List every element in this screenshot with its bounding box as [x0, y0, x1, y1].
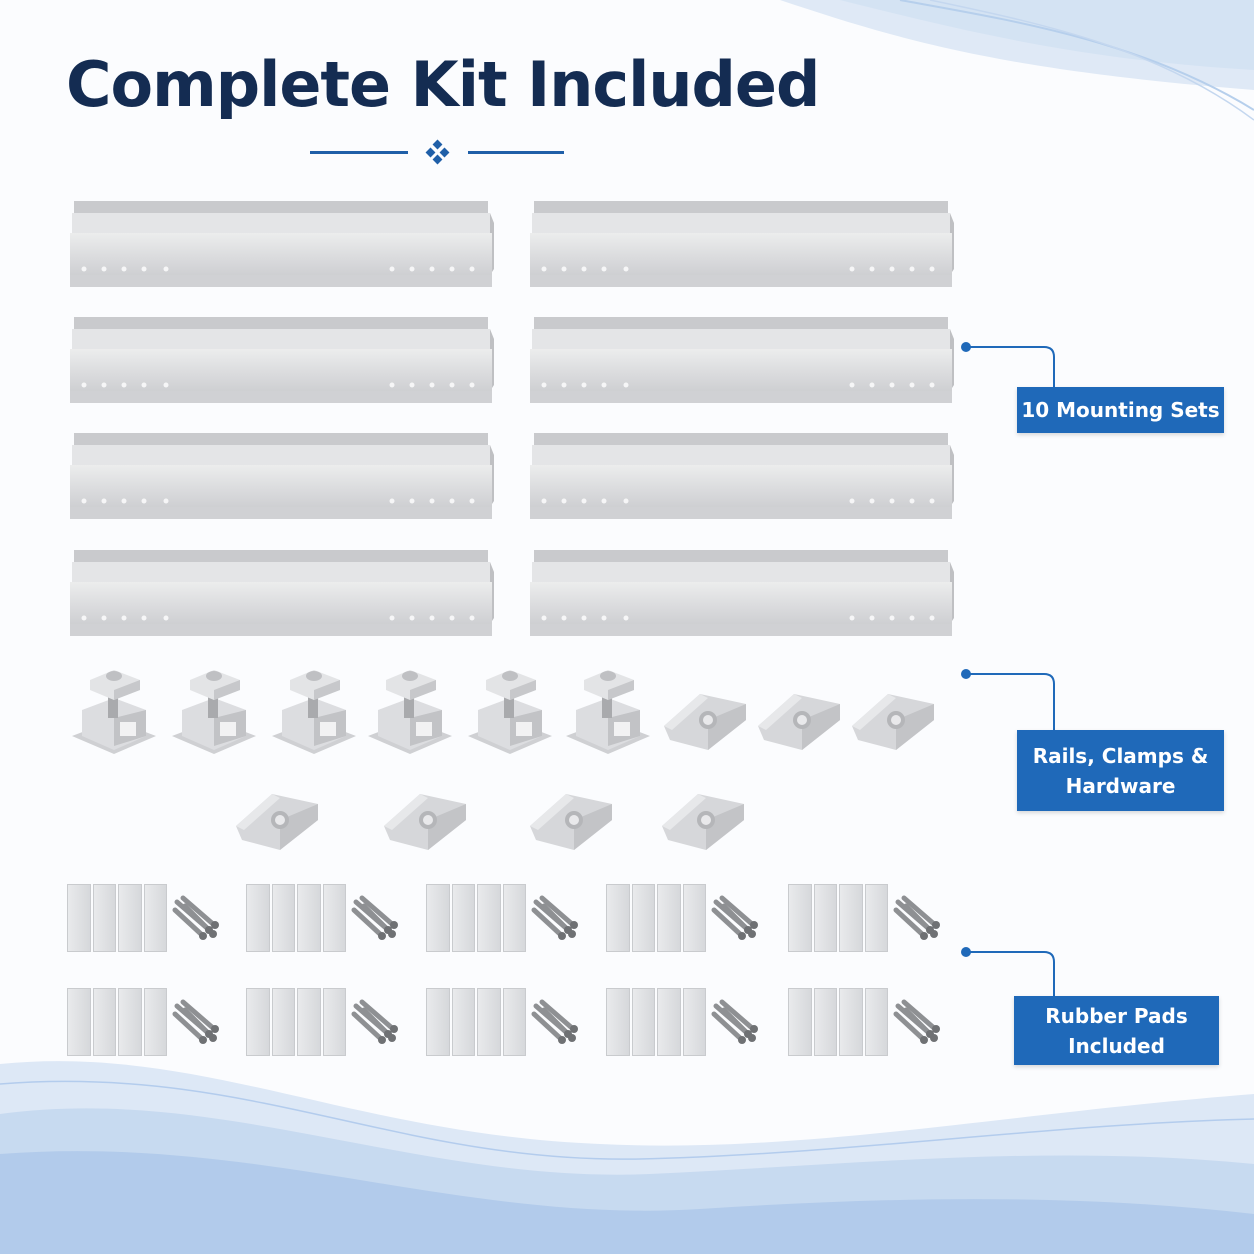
end-clamp-icon [660, 680, 750, 765]
callout-rails-clamps-hardware: Rails, Clamps & Hardware [1017, 730, 1224, 811]
mid-clamp-icon [364, 666, 456, 763]
bolts-icon [710, 892, 758, 940]
mid-clamp-icon [68, 666, 160, 763]
mounting-rail-icon [530, 315, 954, 407]
mid-clamp-icon [562, 666, 654, 763]
bolts-icon [530, 996, 578, 1044]
bolts-icon [710, 996, 758, 1044]
rubber-pad-icon [67, 884, 167, 952]
end-clamp-icon [754, 680, 844, 765]
rubber-pad-icon [788, 988, 888, 1056]
rubber-pad-icon [246, 884, 346, 952]
mid-clamp-icon [268, 666, 360, 763]
diamond-cluster-icon [425, 139, 450, 165]
callout-connector-2 [961, 669, 1055, 733]
rubber-pad-icon [606, 884, 706, 952]
callout-connector-3 [961, 947, 1055, 999]
end-clamp-icon [380, 780, 470, 865]
bolts-icon [892, 892, 940, 940]
title-divider-left [310, 151, 408, 154]
mid-clamp-icon [464, 666, 556, 763]
mounting-rail-icon [70, 199, 494, 291]
rubber-pad-icon [246, 988, 346, 1056]
title-divider-right [468, 151, 564, 154]
rubber-pad-icon [606, 988, 706, 1056]
bolts-icon [171, 892, 219, 940]
rubber-pad-icon [788, 884, 888, 952]
callout-mounting-sets: 10 Mounting Sets [1017, 387, 1224, 433]
bolts-icon [350, 996, 398, 1044]
mounting-rail-icon [70, 431, 494, 523]
callout-rubber-pads: Rubber Pads Included [1014, 996, 1219, 1065]
page-title: Complete Kit Included [66, 48, 820, 121]
end-clamp-icon [232, 780, 322, 865]
bolts-icon [171, 996, 219, 1044]
mid-clamp-icon [168, 666, 260, 763]
mounting-rail-icon [530, 431, 954, 523]
callout-connector-1 [961, 342, 1055, 396]
bolts-icon [892, 996, 940, 1044]
rubber-pad-icon [426, 988, 526, 1056]
mounting-rail-icon [70, 315, 494, 407]
bolts-icon [350, 892, 398, 940]
rubber-pad-icon [67, 988, 167, 1056]
bolts-icon [530, 892, 578, 940]
end-clamp-icon [848, 680, 938, 765]
end-clamp-icon [526, 780, 616, 865]
mounting-rail-icon [70, 548, 494, 640]
end-clamp-icon [658, 780, 748, 865]
rubber-pad-icon [426, 884, 526, 952]
mounting-rail-icon [530, 548, 954, 640]
mounting-rail-icon [530, 199, 954, 291]
